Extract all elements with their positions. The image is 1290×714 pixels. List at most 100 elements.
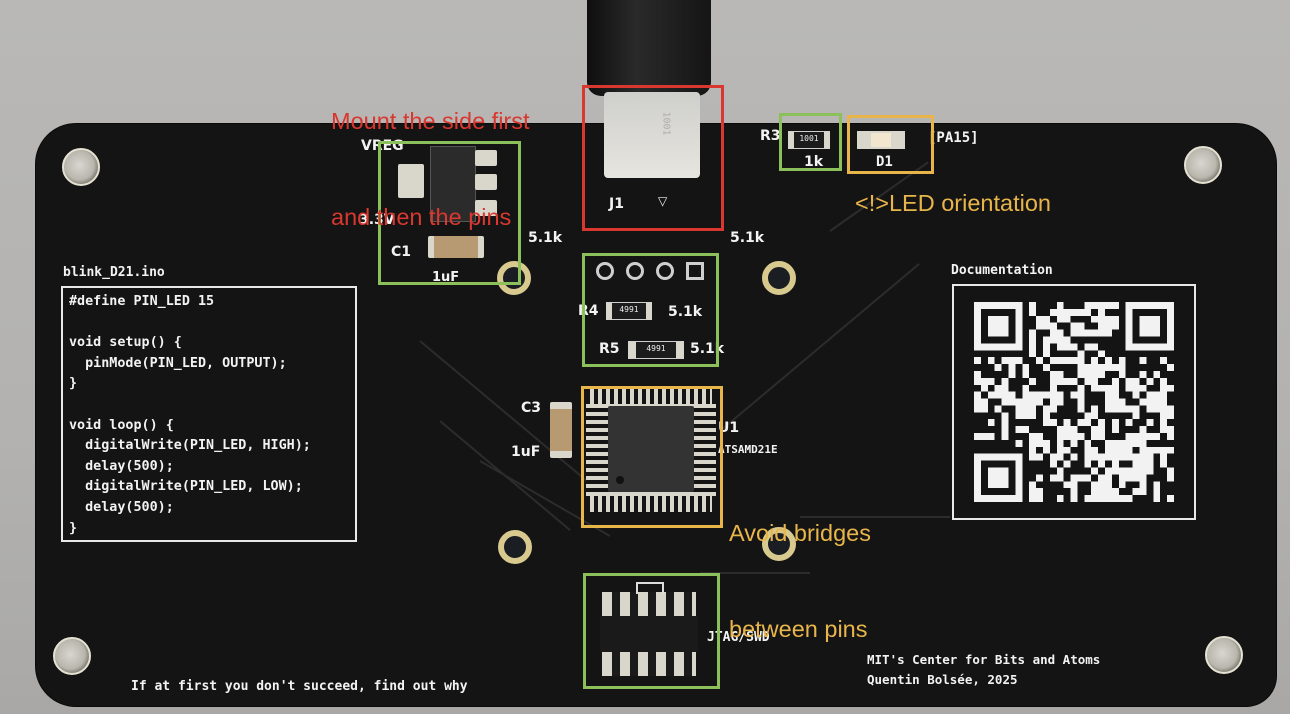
qr-module (1049, 419, 1057, 427)
qr-module (1070, 377, 1078, 385)
qr-module (1070, 322, 1078, 330)
qr-module (987, 433, 995, 440)
qr-module (1111, 377, 1119, 385)
qr-module (1056, 439, 1064, 447)
qr-module (1125, 377, 1133, 385)
via (762, 527, 796, 561)
qr-module (1118, 474, 1126, 482)
qr-module (1001, 391, 1009, 399)
u1-mcu-chip (608, 406, 694, 492)
qr-module (987, 377, 995, 385)
qr-module (974, 370, 981, 378)
usb-cable (587, 0, 711, 96)
qr-module (1167, 433, 1174, 440)
qr-module (1105, 405, 1112, 413)
label-d1: D1 (876, 154, 893, 170)
qr-module (1070, 439, 1078, 447)
qr-module (1029, 308, 1037, 316)
qr-module (1084, 364, 1092, 371)
qr-module (1022, 384, 1030, 392)
qr-module (1105, 302, 1112, 309)
code-line: delay(500); (69, 458, 174, 474)
qr-module (1146, 405, 1154, 413)
qr-module (1070, 391, 1078, 399)
qr-module (1118, 398, 1126, 406)
qr-module (1111, 405, 1119, 413)
qr-module (1111, 302, 1119, 309)
qr-finder (974, 302, 981, 351)
qr-module (1091, 433, 1099, 440)
motto-text: If at first you don't succeed, find out … (131, 679, 468, 694)
qr-module (1146, 446, 1154, 454)
qr-finder (974, 302, 1023, 309)
qr-finder (1015, 453, 1023, 502)
qr-module (1056, 343, 1064, 351)
qr-module (1091, 495, 1099, 502)
qr-module (1008, 370, 1016, 378)
qr-module (1077, 384, 1085, 392)
qr-module (1049, 474, 1057, 482)
qr-finder (1125, 302, 1133, 351)
qr-module (1070, 453, 1078, 461)
qr-module (1063, 308, 1071, 316)
via (497, 261, 531, 295)
qr-module (1042, 343, 1050, 351)
qr-module (1153, 398, 1161, 406)
qr-module (1022, 426, 1030, 434)
qr-module (1167, 446, 1174, 454)
qr-module (1167, 412, 1174, 420)
qr-module (1098, 315, 1106, 323)
r5-resistor: 4991 (628, 341, 684, 359)
qr-module (1118, 446, 1126, 454)
qr-module (1091, 467, 1099, 475)
qr-module (1070, 495, 1078, 502)
qr-module (1167, 426, 1174, 434)
qr-module (1084, 495, 1092, 502)
qr-module (1125, 419, 1133, 427)
qr-module (1001, 377, 1009, 385)
qr-module (1049, 336, 1057, 344)
qr-module (1056, 377, 1064, 385)
label-r4-value: 5.1k (668, 304, 703, 320)
qr-module (1056, 433, 1064, 440)
qr-module (1077, 433, 1085, 440)
qr-module (1132, 405, 1140, 413)
jtag-header-body (600, 616, 698, 652)
qr-module (1098, 308, 1106, 316)
label-r3: R3 (760, 128, 781, 144)
qr-module (1091, 384, 1099, 392)
qr-module (1167, 405, 1174, 413)
qr-module (1036, 474, 1043, 482)
label-c1: C1 (391, 244, 412, 260)
qr-module (1132, 391, 1140, 399)
qr-align (1111, 439, 1147, 447)
annotation-usb-note: Mount the side first and then the pins (331, 41, 530, 265)
label-r3-value: 1k (804, 154, 824, 170)
code-line: digitalWrite(PIN_LED, HIGH); (69, 438, 311, 454)
qr-module (1042, 439, 1050, 447)
qr-module (980, 433, 988, 440)
qr-module (1091, 453, 1099, 461)
qr-module (1036, 391, 1043, 399)
qr-module (1105, 315, 1112, 323)
qr-module (1139, 488, 1147, 496)
qr-module (1098, 322, 1106, 330)
qr-module (1001, 357, 1009, 365)
code-title: blink_D21.ino (63, 265, 165, 280)
label-c3-value: 1uF (511, 444, 541, 460)
qr-module (1036, 495, 1043, 502)
qr-module (1001, 419, 1009, 427)
qr-module (994, 364, 1002, 371)
qr-module (994, 405, 1002, 413)
code-line: } (69, 520, 78, 536)
annotation-box-r3 (779, 113, 842, 171)
qr-module (1160, 453, 1168, 461)
label-5k1-left: 5.1k (528, 230, 563, 246)
qr-module (1084, 377, 1092, 385)
annotation-mcu-note: Avoid bridges between pins (729, 453, 871, 677)
qr-module (1015, 357, 1023, 365)
qr-module (1132, 488, 1140, 496)
qr-module (1091, 329, 1099, 337)
qr-module (1125, 446, 1133, 454)
qr-module (1015, 398, 1023, 406)
